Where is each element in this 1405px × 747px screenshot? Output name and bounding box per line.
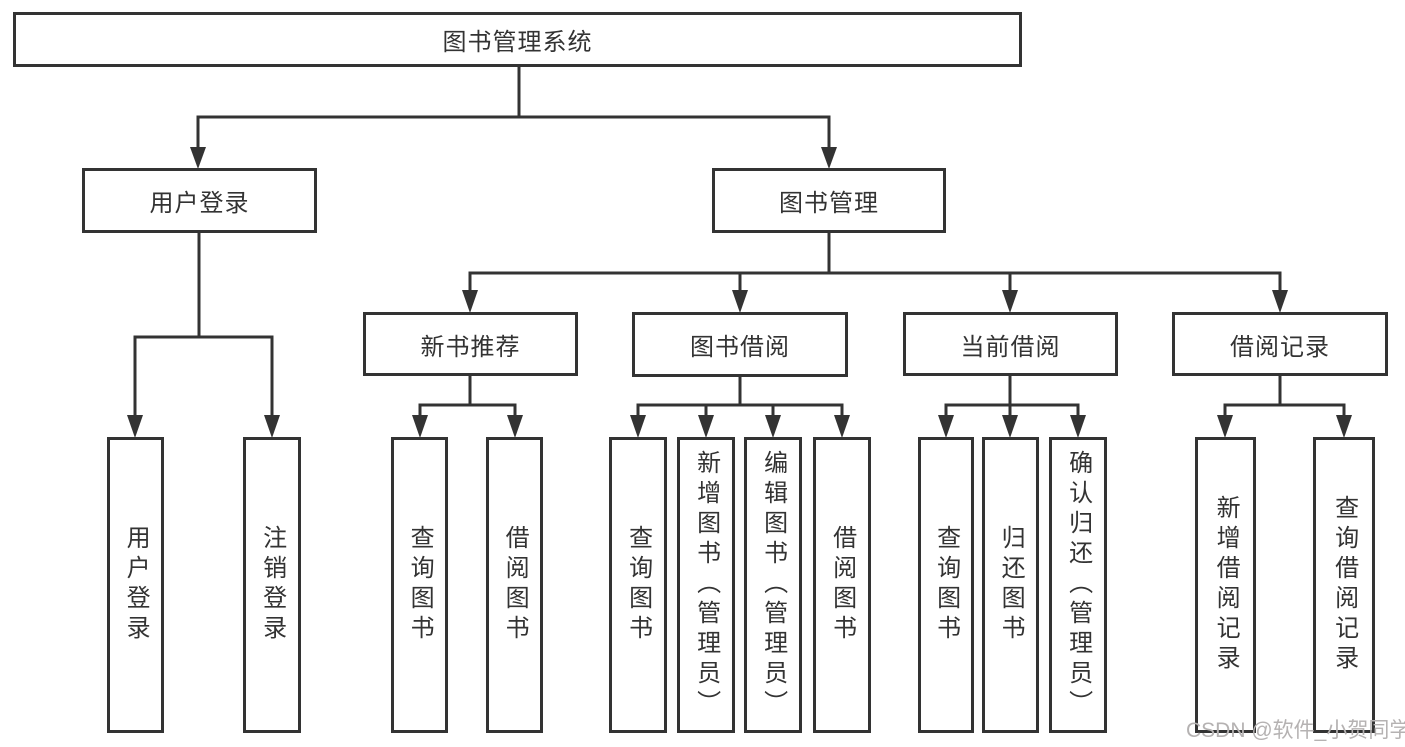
node-label: 图书借阅 — [690, 334, 790, 361]
leaf-label: 确认归还（管理员） — [1064, 450, 1092, 720]
leaf-label: 查询图书 — [624, 525, 652, 645]
arrowhead — [732, 290, 748, 313]
connector-borrow-record-to-leaves — [1217, 376, 1352, 438]
arrowhead — [1002, 290, 1018, 313]
leaf-label: 借阅图书 — [828, 525, 856, 645]
arrowhead — [821, 147, 837, 169]
node-system-root: 图书管理系统 — [13, 12, 1022, 67]
node-book-borrowing: 图书借阅 — [632, 312, 848, 377]
leaf-label: 注销登录 — [258, 525, 286, 645]
arrowhead — [765, 415, 781, 438]
leaf-label: 编辑图书（管理员） — [759, 450, 787, 720]
leaf-borrow-books: 借阅图书 — [813, 437, 871, 733]
connector-book-borrow-to-leaves — [630, 377, 850, 438]
arrowhead — [938, 415, 954, 438]
arrowhead — [190, 147, 206, 169]
connector-root-to-level2 — [190, 67, 837, 169]
leaf-label: 新增图书（管理员） — [692, 450, 720, 720]
arrowhead — [1272, 290, 1288, 313]
arrowhead — [462, 290, 478, 313]
leaf-label: 借阅图书 — [501, 525, 529, 645]
node-new-book-recommend: 新书推荐 — [363, 312, 578, 376]
node-label: 用户登录 — [149, 190, 250, 217]
node-borrow-records: 借阅记录 — [1172, 312, 1388, 376]
leaf-label: 用户登录 — [122, 525, 150, 645]
leaf-add-borrow-record: 新增借阅记录 — [1195, 437, 1256, 733]
arrowhead — [412, 415, 428, 438]
leaf-label: 查询图书 — [406, 525, 434, 645]
leaf-edit-books-admin: 编辑图书（管理员） — [744, 437, 802, 733]
leaf-label: 查询借阅记录 — [1330, 495, 1358, 675]
arrowhead — [1070, 415, 1086, 438]
leaf-confirm-return-admin: 确认归还（管理员） — [1049, 437, 1107, 733]
node-label: 图书管理 — [779, 190, 879, 217]
leaf-borrow-books: 借阅图书 — [486, 437, 543, 733]
connector-new-book-to-leaves — [412, 376, 523, 438]
node-label: 借阅记录 — [1230, 333, 1330, 361]
arrowhead — [1217, 415, 1233, 438]
node-label: 当前借阅 — [960, 333, 1061, 361]
arrowhead — [834, 415, 850, 438]
node-book-management: 图书管理 — [712, 168, 946, 233]
arrowhead — [1336, 415, 1352, 438]
leaf-label: 新增借阅记录 — [1212, 495, 1240, 675]
leaf-query-books: 查询图书 — [609, 437, 667, 733]
leaf-query-books: 查询图书 — [391, 437, 448, 733]
arrowhead — [1002, 415, 1018, 438]
node-label: 新书推荐 — [420, 333, 521, 361]
connector-current-borrow-to-leaves — [938, 376, 1086, 438]
arrowhead — [698, 415, 714, 438]
connector-book-mgmt-to-level3 — [462, 233, 1288, 313]
leaf-add-books-admin: 新增图书（管理员） — [677, 437, 735, 733]
csdn-watermark: CSDN @软件_小贺同学 — [1186, 719, 1405, 742]
node-label: 图书管理系统 — [442, 29, 593, 56]
node-user-login: 用户登录 — [82, 168, 317, 233]
leaf-label: 查询图书 — [932, 525, 960, 645]
leaf-return-books: 归还图书 — [982, 437, 1039, 733]
arrowhead — [630, 415, 646, 438]
connector-user-login-to-leaves — [127, 233, 280, 438]
leaf-label: 归还图书 — [997, 525, 1025, 645]
arrowhead — [507, 415, 523, 438]
arrowhead — [127, 415, 143, 438]
leaf-query-borrow-record: 查询借阅记录 — [1313, 437, 1375, 733]
leaf-logout: 注销登录 — [243, 437, 301, 733]
leaf-user-login: 用户登录 — [107, 437, 164, 733]
leaf-query-books: 查询图书 — [918, 437, 974, 733]
node-current-borrowing: 当前借阅 — [903, 312, 1118, 376]
arrowhead — [264, 415, 280, 438]
